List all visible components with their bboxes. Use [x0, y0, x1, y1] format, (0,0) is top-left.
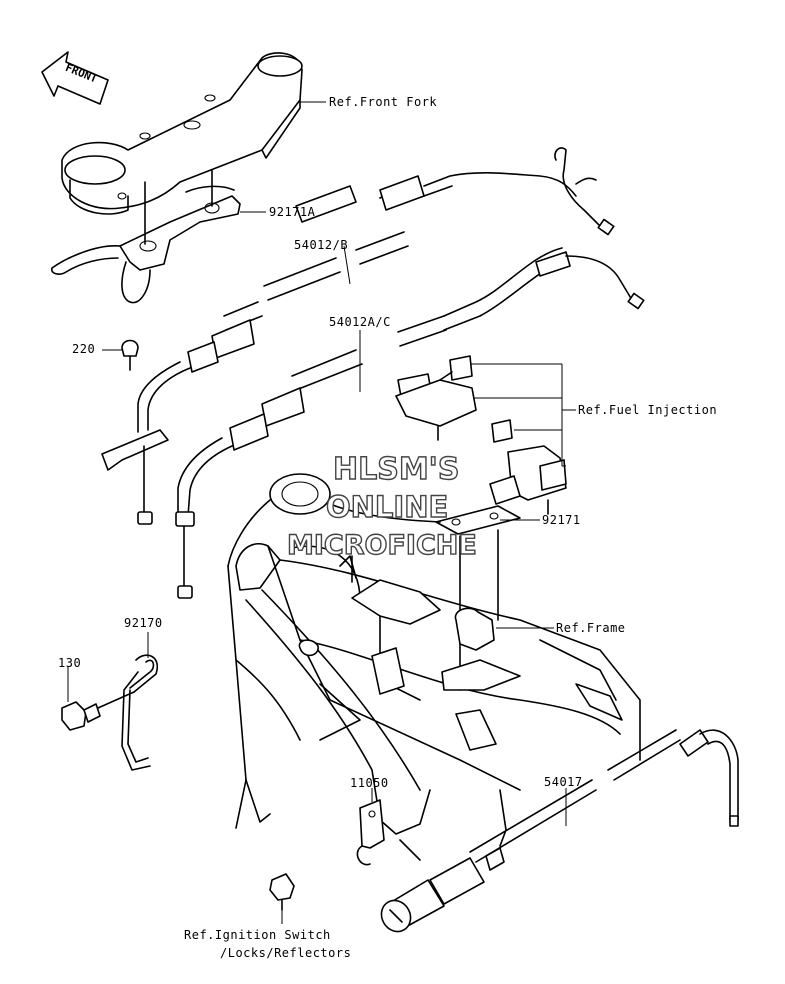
label-130: 130	[58, 656, 82, 670]
label-11050: 11050	[350, 776, 389, 790]
label-220: 220	[72, 342, 96, 356]
bolt-130	[61, 691, 135, 731]
choke-cable-54017	[380, 729, 739, 933]
watermark-line-1: HLSM'S	[332, 451, 460, 487]
fuel-injection-sensors	[395, 355, 567, 515]
screw-220	[121, 339, 139, 371]
label-ref-fuel-injection: Ref.Fuel Injection	[578, 403, 718, 417]
label-locks-reflectors: /Locks/Reflectors	[220, 946, 352, 960]
bracket-11050	[356, 799, 385, 866]
front-fork-bracket	[61, 52, 303, 215]
label-ref-frame: Ref.Frame	[556, 621, 626, 635]
cable-holder-bracket-92171a	[50, 169, 241, 304]
label-ref-front-fork: Ref.Front Fork	[329, 95, 438, 109]
throttle-cable-54012ac	[175, 247, 645, 599]
throttle-cable-54012b	[101, 147, 615, 525]
watermark-line-2: ONLINE	[325, 489, 449, 524]
label-92170: 92170	[124, 616, 163, 630]
label-92171: 92171	[542, 513, 581, 527]
main-frame	[227, 473, 641, 861]
bracket-92170	[121, 654, 159, 771]
watermark-line-3: MICROFICHE	[286, 529, 477, 561]
front-arrow-icon: FRONT	[41, 51, 109, 105]
bolt-ignition	[269, 873, 295, 911]
leader-lines	[67, 101, 576, 924]
label-ref-ignition-switch: Ref.Ignition Switch	[184, 928, 331, 942]
label-54017: 54017	[544, 775, 583, 789]
label-92171a: 92171A	[269, 205, 316, 219]
label-54012b: 54012/B	[294, 238, 349, 252]
label-54012ac: 54012A/C	[329, 315, 391, 329]
